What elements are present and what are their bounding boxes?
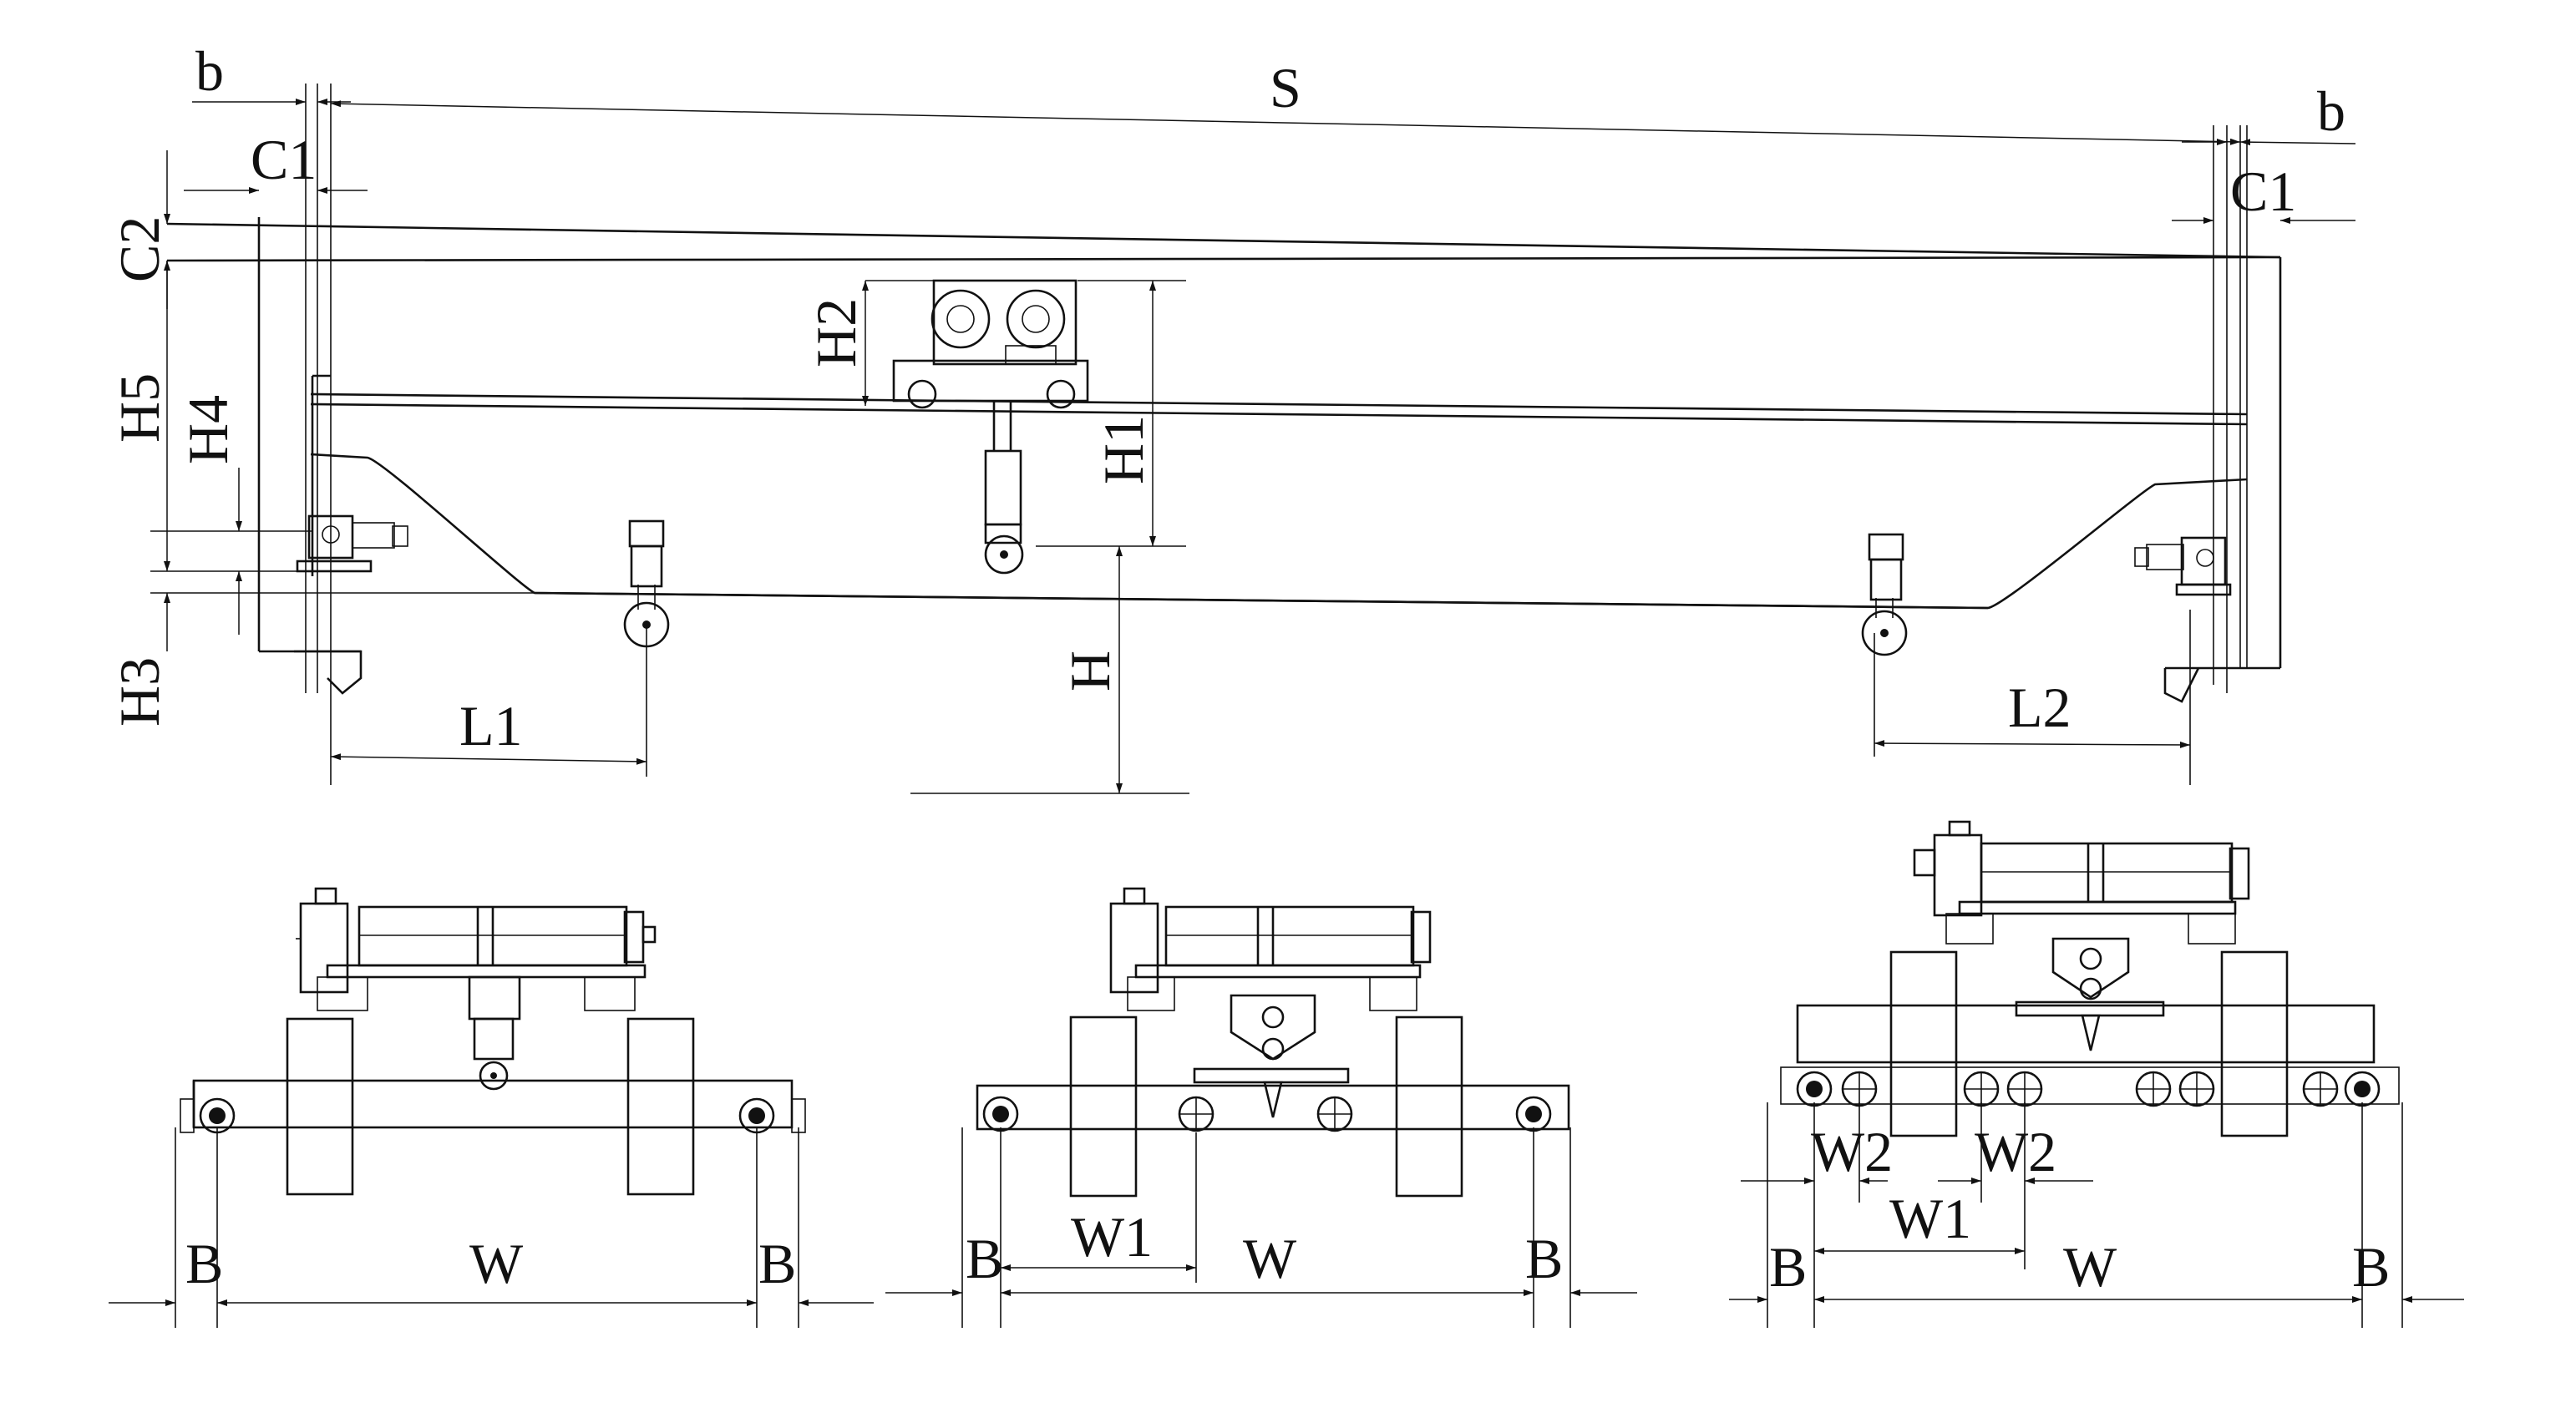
rail-top-line-upper	[166, 222, 2281, 259]
ev2-label-b-left: B	[966, 1227, 1003, 1290]
main-girder	[310, 393, 2248, 610]
label-h5: H5	[108, 373, 171, 443]
ev3-label-w: W	[2063, 1235, 2117, 1299]
right-rail-structure	[2163, 125, 2282, 785]
ev3-label-w1: W1	[1889, 1187, 1971, 1250]
label-h1: H1	[1092, 415, 1155, 484]
ev3-label-w2-right: W2	[1975, 1120, 2056, 1183]
hook-right-position	[1861, 533, 1908, 656]
end-view-1: B W B	[109, 887, 874, 1328]
ev3-label-b-right: B	[2352, 1235, 2390, 1299]
front-elevation: S b b C1 C1 C2 H5 H4 H3 H2 H1 H L1 L2	[108, 39, 2356, 794]
label-c1-right: C1	[2230, 160, 2296, 223]
label-b-left: b	[195, 39, 224, 103]
end-carriage-left	[296, 514, 408, 573]
left-rail-structure	[257, 84, 363, 785]
label-c1-left: C1	[251, 128, 317, 191]
label-h3: H3	[108, 657, 171, 727]
ev3-label-w2-left: W2	[1811, 1120, 1893, 1183]
ev2-label-w: W	[1243, 1227, 1297, 1290]
ev1-label-w: W	[469, 1232, 524, 1295]
label-l2: L2	[2008, 676, 2071, 739]
label-b-right: b	[2317, 79, 2345, 143]
label-h2: H2	[804, 298, 868, 367]
front-dimension-lines	[150, 99, 2356, 794]
ev3-label-b-left: B	[1769, 1235, 1807, 1299]
end-view-2: W1 B W B	[885, 887, 1637, 1328]
label-h: H	[1058, 651, 1122, 691]
ev1-label-b-left: B	[185, 1232, 223, 1295]
label-h4: H4	[176, 395, 240, 464]
label-span-s: S	[1270, 56, 1301, 119]
label-l1: L1	[459, 694, 523, 757]
trolley-center	[892, 279, 1089, 575]
end-view-3: W2 W2 W1 B W B	[1729, 820, 2464, 1328]
ev1-label-b-right: B	[758, 1232, 796, 1295]
ev2-label-b-right: B	[1525, 1227, 1563, 1290]
end-carriage-right	[2134, 536, 2232, 596]
rail-top-line-lower	[166, 256, 2281, 262]
ev2-label-w1: W1	[1071, 1205, 1153, 1269]
label-c2: C2	[108, 216, 171, 282]
